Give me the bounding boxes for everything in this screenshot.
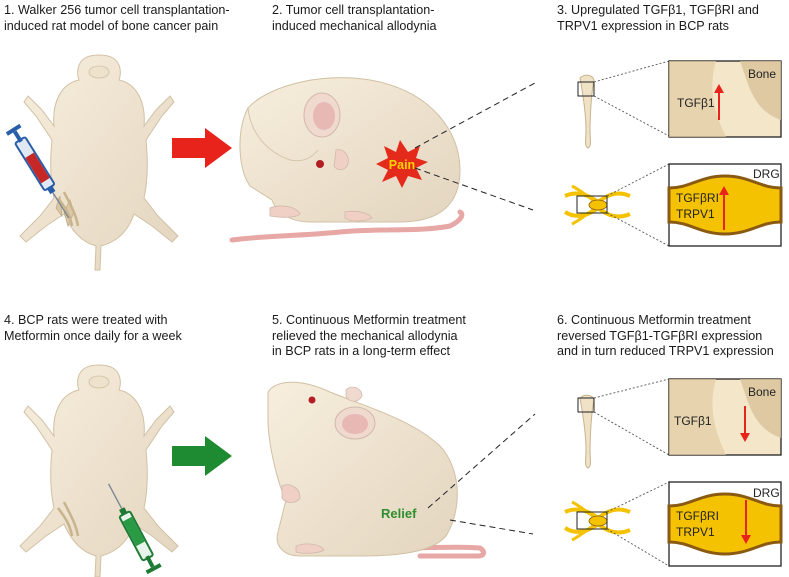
- drg-label-bottom: DRG: [753, 486, 780, 500]
- caption-step-1: 1. Walker 256 tumor cell transplantation…: [4, 3, 230, 33]
- drg-small-bottom: [563, 481, 670, 567]
- up-arrow-icon: [719, 186, 729, 230]
- pain-label: Pain: [389, 158, 415, 172]
- pain-burst-icon: [376, 140, 428, 188]
- tgfb1-label-top: TGFβ1: [677, 96, 715, 110]
- caption-step-4: 4. BCP rats were treated with Metformin …: [4, 313, 182, 343]
- bone-small-bottom: [577, 378, 670, 469]
- caption-step-3: 3. Upregulated TGFβ1, TGFβRI and TRPV1 e…: [557, 3, 759, 33]
- caption-step-2: 2. Tumor cell transplantation- induced m…: [272, 3, 437, 33]
- rat-top-view-1: [5, 54, 179, 271]
- trpv1-label-bottom: TRPV1: [676, 525, 715, 539]
- tgfbri-label-bottom: TGFβRI: [676, 509, 719, 523]
- rat-side-view-pain: [229, 77, 465, 243]
- rat-top-view-4: [19, 364, 179, 577]
- red-arrow-icon: [172, 128, 232, 168]
- bone-label-top: Bone: [748, 67, 776, 81]
- green-arrow-icon: [172, 436, 232, 476]
- connector-line: [449, 519, 534, 535]
- trpv1-label-top: TRPV1: [676, 207, 715, 221]
- caption-step-5: 5. Continuous Metformin treatment reliev…: [272, 313, 466, 358]
- rat-sitting-relief: [267, 381, 487, 559]
- connector-line: [427, 413, 536, 509]
- drg-label-top: DRG: [753, 167, 780, 181]
- bone-small-top: [577, 60, 670, 149]
- caption-step-6: 6. Continuous Metformin treatment revers…: [557, 313, 774, 358]
- relief-label: Relief: [381, 506, 417, 521]
- up-arrow-icon: [714, 84, 724, 120]
- bone-label-bottom: Bone: [748, 385, 776, 399]
- drg-inset-top: [667, 163, 783, 247]
- bone-inset-top: [668, 60, 782, 138]
- drg-inset-bottom: [667, 481, 783, 567]
- tgfbri-label-top: TGFβRI: [676, 191, 719, 205]
- syringe-green-icon: [107, 483, 162, 575]
- connector-line: [414, 167, 534, 211]
- bone-inset-bottom: [668, 378, 782, 456]
- syringe-red-icon: [5, 123, 70, 219]
- down-arrow-icon: [741, 500, 751, 544]
- down-arrow-icon: [740, 406, 750, 442]
- drg-small-top: [563, 163, 670, 247]
- tgfb1-label-bottom: TGFβ1: [674, 414, 712, 428]
- connector-line: [414, 82, 536, 149]
